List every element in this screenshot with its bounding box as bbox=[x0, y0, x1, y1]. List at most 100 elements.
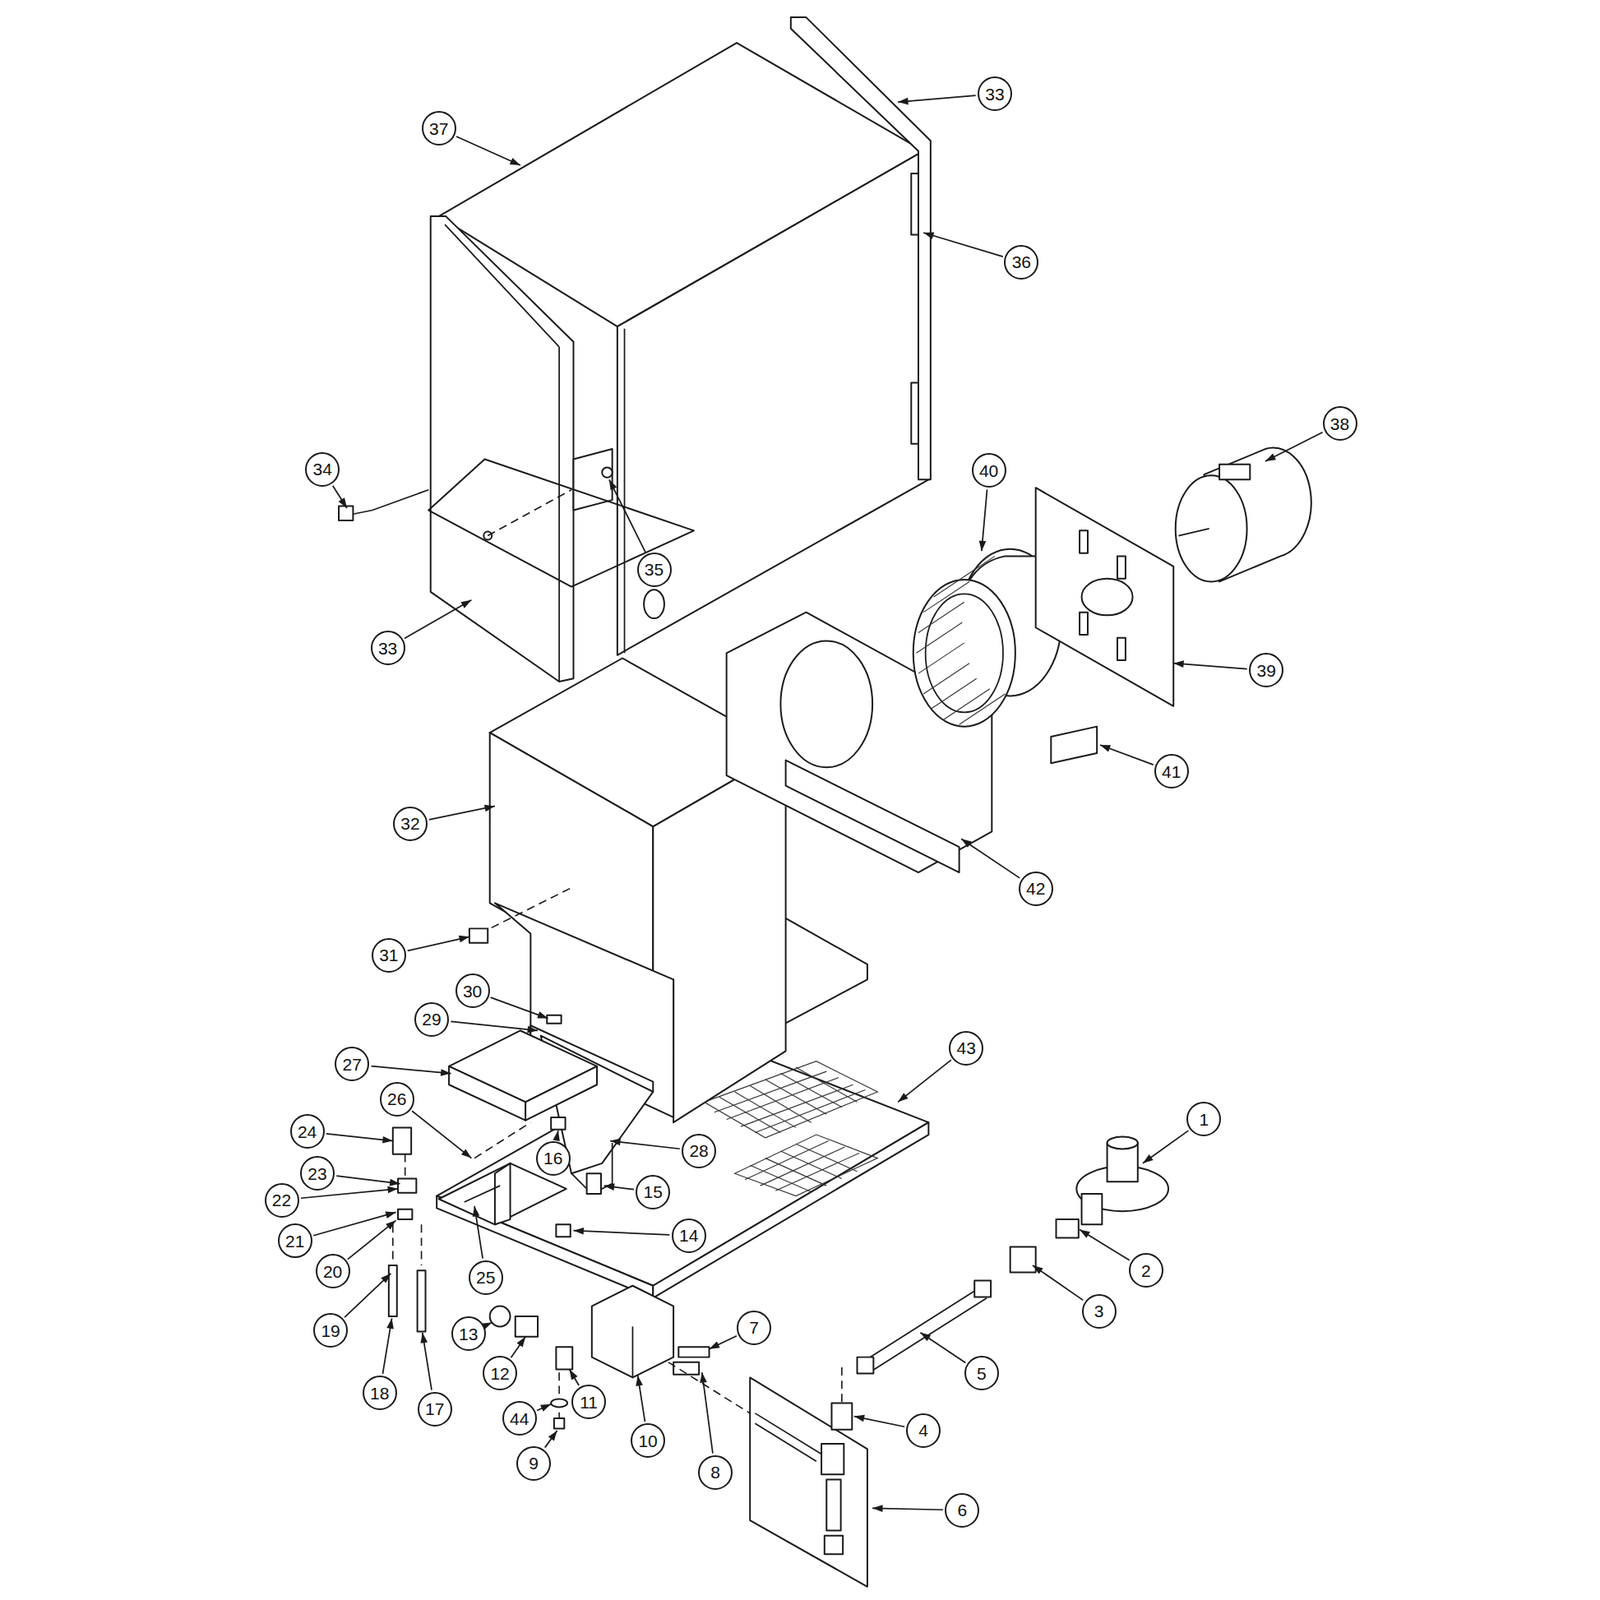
leader-line bbox=[573, 1230, 670, 1235]
callout-number: 38 bbox=[1322, 406, 1358, 441]
wheel-front bbox=[913, 579, 1016, 727]
callout-number: 39 bbox=[1248, 652, 1284, 688]
plate-hole bbox=[1082, 578, 1133, 616]
back-panel bbox=[790, 17, 931, 480]
flare-nut bbox=[857, 1357, 874, 1374]
leader-arrowhead bbox=[961, 838, 972, 848]
dash-line bbox=[668, 1362, 750, 1414]
callout-number: 29 bbox=[414, 1002, 449, 1037]
callout-number: 32 bbox=[393, 806, 428, 842]
dash-line bbox=[487, 490, 572, 537]
leader-arrowhead bbox=[923, 231, 935, 239]
leader-arrowhead bbox=[897, 1092, 908, 1102]
base-edge bbox=[652, 1122, 929, 1298]
screw bbox=[601, 467, 612, 477]
motor-shaft bbox=[1178, 528, 1209, 537]
slot bbox=[1079, 530, 1088, 553]
cabinet-edge bbox=[624, 328, 626, 654]
leader-arrowhead bbox=[384, 1211, 396, 1219]
leader-arrowhead bbox=[461, 1148, 472, 1158]
leader-arrowhead bbox=[699, 1372, 708, 1383]
power-cord bbox=[346, 490, 429, 516]
gas-valve-10 bbox=[591, 1285, 674, 1379]
leader-arrowhead bbox=[386, 1317, 394, 1329]
leader-line bbox=[404, 600, 472, 639]
leader-arrowhead bbox=[569, 1369, 579, 1381]
callout-number: 12 bbox=[482, 1355, 518, 1391]
motor-end bbox=[1175, 475, 1248, 582]
callout-number: 33 bbox=[370, 630, 406, 666]
valve-edge bbox=[632, 1326, 634, 1378]
fitting-2 bbox=[1056, 1219, 1079, 1238]
leader-line bbox=[610, 1141, 680, 1150]
terminal-strip bbox=[464, 1185, 500, 1203]
detail-plane bbox=[428, 458, 694, 587]
leader-arrowhead bbox=[604, 1183, 616, 1191]
callout-number: 42 bbox=[1018, 871, 1054, 907]
leader-arrowhead bbox=[1100, 744, 1111, 752]
leader-arrowhead bbox=[540, 1404, 551, 1412]
dash-line bbox=[392, 1224, 394, 1260]
leader-arrowhead bbox=[420, 1332, 428, 1344]
mount-plate bbox=[1035, 487, 1175, 707]
callout-number: 11 bbox=[571, 1384, 606, 1420]
leader-line bbox=[609, 479, 646, 552]
callout-number: 10 bbox=[630, 1423, 666, 1458]
leader-arrowhead bbox=[920, 1332, 931, 1342]
blower-outlet bbox=[786, 760, 960, 874]
leader-line bbox=[897, 1059, 952, 1102]
leader-arrowhead bbox=[484, 804, 495, 813]
dash-line bbox=[404, 1154, 407, 1180]
leader-arrowhead bbox=[573, 1227, 584, 1235]
slot bbox=[1117, 638, 1126, 661]
leader-line bbox=[1142, 1130, 1189, 1164]
callout-number: 14 bbox=[671, 1218, 707, 1254]
callout-number: 5 bbox=[964, 1355, 999, 1391]
callout-number: 21 bbox=[277, 1223, 313, 1258]
leader-arrowhead bbox=[552, 1130, 560, 1142]
leader-line bbox=[1079, 1229, 1130, 1260]
leader-line bbox=[456, 136, 521, 166]
leader-line bbox=[450, 1021, 538, 1031]
orifice-30 bbox=[546, 1015, 561, 1024]
leader-arrowhead bbox=[1173, 660, 1184, 668]
leader-arrowhead bbox=[389, 1179, 401, 1187]
screw-9 bbox=[554, 1418, 565, 1429]
control-box-side bbox=[525, 1066, 597, 1121]
leader-line bbox=[347, 1220, 397, 1259]
callout-number: 36 bbox=[1003, 245, 1039, 280]
leader-arrowhead bbox=[458, 935, 470, 943]
wheel-ring bbox=[925, 593, 1004, 713]
leader-line bbox=[702, 1372, 713, 1453]
leader-arrowhead bbox=[709, 1341, 721, 1349]
leader-lines bbox=[300, 95, 1323, 1513]
callout-number: 40 bbox=[971, 453, 1007, 488]
regulator-top bbox=[1107, 1137, 1138, 1150]
leader-arrowhead bbox=[548, 1430, 558, 1442]
plug bbox=[338, 506, 353, 521]
dash-line bbox=[474, 1122, 531, 1158]
dash-line bbox=[841, 1367, 843, 1403]
door-edge bbox=[444, 224, 560, 347]
callout-number: 22 bbox=[264, 1183, 300, 1218]
callout-number: 8 bbox=[698, 1455, 733, 1490]
electrode-18 bbox=[388, 1265, 398, 1317]
leader-line bbox=[1173, 663, 1248, 670]
blower-inlet bbox=[780, 640, 873, 768]
leader-arrowhead bbox=[872, 1504, 884, 1513]
door-edge bbox=[558, 346, 560, 682]
leader-arrowhead bbox=[385, 1220, 396, 1230]
callout-number: 41 bbox=[1154, 753, 1189, 789]
leader-arrowhead bbox=[517, 1336, 527, 1348]
leader-line bbox=[1100, 744, 1154, 765]
leader-arrowhead bbox=[1079, 1229, 1091, 1238]
leader-arrowhead bbox=[610, 1138, 621, 1147]
callout-number: 33 bbox=[977, 76, 1013, 111]
leader-arrowhead bbox=[338, 497, 347, 509]
leader-arrowhead bbox=[472, 1206, 481, 1217]
callout-number: 44 bbox=[502, 1401, 537, 1436]
leader-line bbox=[961, 838, 1020, 879]
control-box-front bbox=[448, 1066, 526, 1121]
callout-number: 15 bbox=[635, 1174, 671, 1210]
cap bbox=[824, 1535, 843, 1554]
